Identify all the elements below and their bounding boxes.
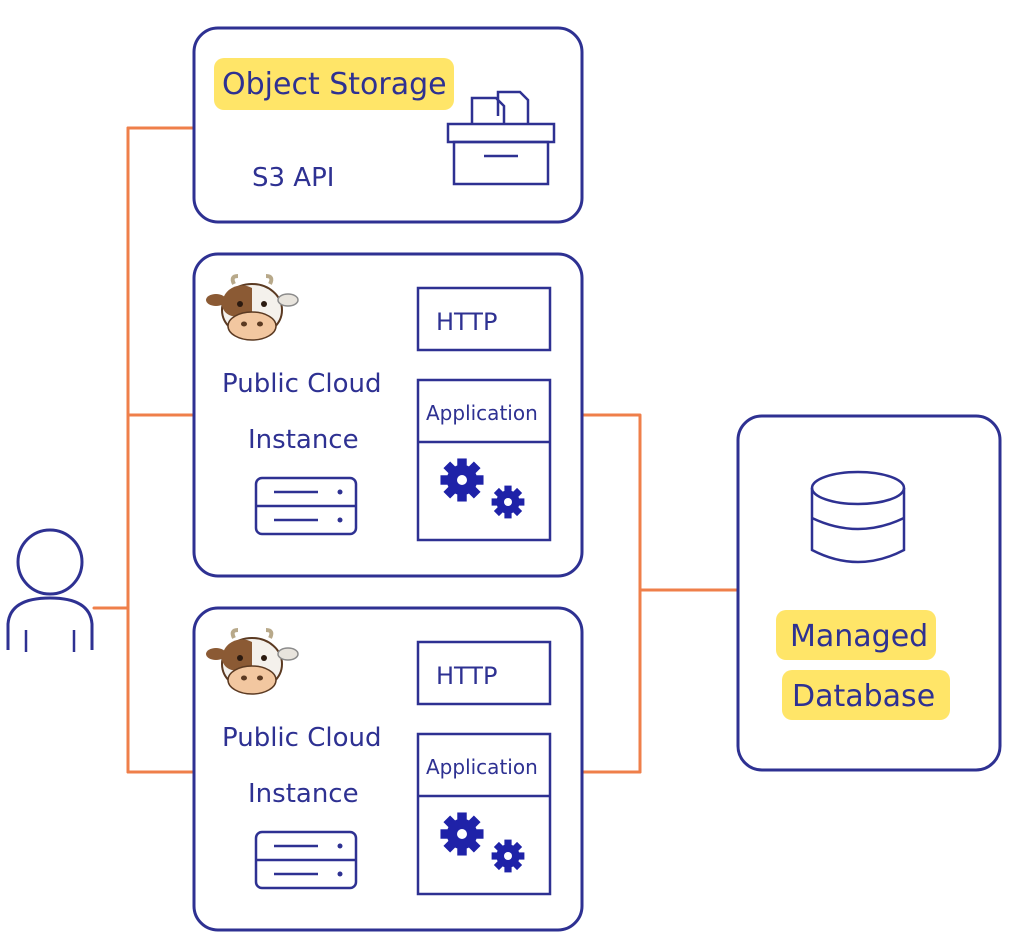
gears-icon [440,812,525,873]
server-icon [254,830,358,890]
instance-1-application-label: Application [426,401,538,425]
object-storage-box: Object Storage S3 API [192,26,584,224]
object-storage-title: Object Storage [222,67,447,102]
gears-icon [440,458,525,519]
user-icon [6,528,94,652]
server-icon [254,476,358,536]
cow-logo-icon [204,628,300,696]
instance-1-application-box [416,378,552,542]
instance-1-title-line2: Instance [248,425,359,455]
instance-2-http-label: HTTP [436,662,497,690]
instance-2-title-line2: Instance [248,779,359,809]
instance-box-2: Public Cloud Instance HTTP Application [192,606,584,932]
instance-2-http-box [416,640,552,706]
database-icon [810,470,906,564]
instance-2-title-line1: Public Cloud [222,723,381,753]
database-title-line2: Database [792,679,935,714]
instance-2-application-label: Application [426,755,538,779]
cow-logo-icon [204,274,300,342]
instance-1-title-line1: Public Cloud [222,369,381,399]
object-storage-highlight [214,58,454,110]
connectors [92,126,740,774]
s3-api-label: S3 API [252,163,334,193]
instance-1-http-label: HTTP [436,308,497,336]
instance-1-http-box [416,286,552,352]
connector-instance-1-to-db [580,413,642,774]
instance-box-1: Public Cloud Instance HTTP Application [192,252,584,578]
instance-2-application-box [416,732,552,896]
database-title-line1: Managed [790,619,928,654]
storage-box-icon [446,90,556,186]
managed-database-box: Managed Database [736,414,1002,772]
